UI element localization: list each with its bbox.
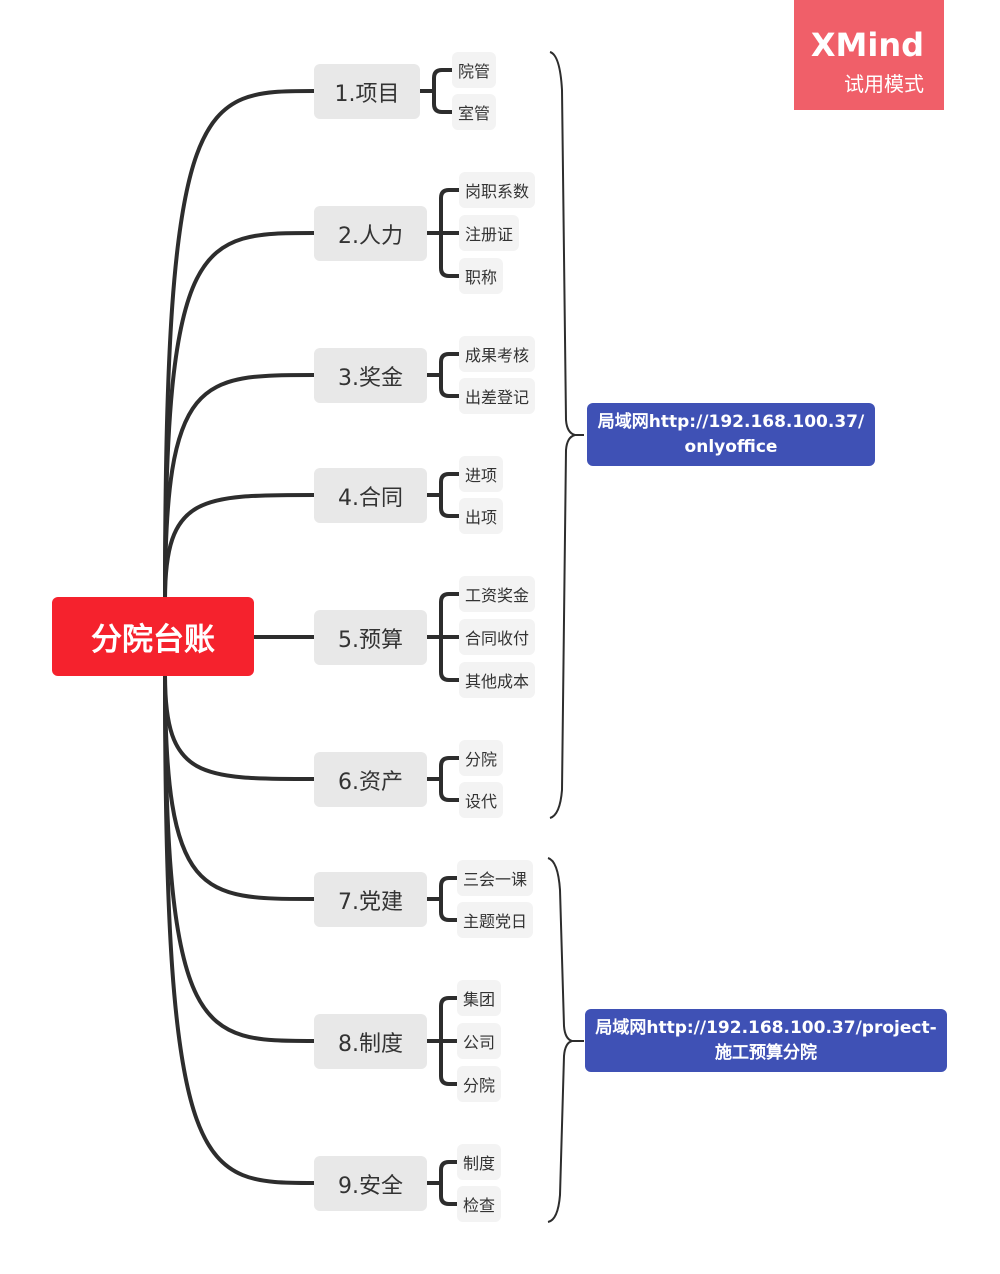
subtopic[interactable]: 集团 xyxy=(457,980,502,1016)
summary-brace xyxy=(547,857,576,1223)
root-topic[interactable]: 分院台账 xyxy=(52,597,254,676)
leaf-bracket xyxy=(439,472,459,518)
branch-connector xyxy=(163,674,315,781)
branch-topic[interactable]: 4.合同 xyxy=(314,468,427,523)
subtopic[interactable]: 公司 xyxy=(457,1023,502,1059)
branch-topic[interactable]: 6.资产 xyxy=(314,752,427,807)
leaf-bracket xyxy=(439,876,457,922)
subtopic[interactable]: 工资奖金 xyxy=(459,576,536,612)
subtopic[interactable]: 出差登记 xyxy=(459,378,536,414)
subtopic[interactable]: 制度 xyxy=(457,1144,502,1180)
branch-topic[interactable]: 8.制度 xyxy=(314,1014,427,1069)
branch-connector xyxy=(163,373,315,601)
subtopic[interactable]: 室管 xyxy=(452,94,497,130)
subtopic[interactable]: 成果考核 xyxy=(459,336,536,372)
branch-topic[interactable]: 7.党建 xyxy=(314,872,427,927)
subtopic[interactable]: 出项 xyxy=(459,498,504,534)
subtopic[interactable]: 其他成本 xyxy=(459,662,536,698)
badge-mode: 试用模式 xyxy=(844,72,924,96)
branch-connector xyxy=(163,674,315,901)
subtopic[interactable]: 院管 xyxy=(452,52,497,88)
branch-topic[interactable]: 9.安全 xyxy=(314,1156,427,1211)
leaf-bracket xyxy=(439,1160,457,1206)
summary-topic[interactable]: 局域网http://192.168.100.37/onlyoffice xyxy=(587,403,875,466)
summary-text: onlyoffice xyxy=(684,436,778,457)
summary-text: 施工预算分院 xyxy=(715,1042,817,1063)
leaf-bracket xyxy=(432,68,452,114)
branch-connector xyxy=(163,493,315,601)
subtopic[interactable]: 注册证 xyxy=(459,215,520,251)
summary-brace xyxy=(549,51,576,819)
subtopic[interactable]: 分院 xyxy=(457,1066,502,1102)
subtopic[interactable]: 三会一课 xyxy=(457,860,534,896)
subtopic[interactable]: 岗职系数 xyxy=(459,172,536,208)
subtopic[interactable]: 合同收付 xyxy=(459,619,536,655)
summary-text: 局域网http://192.168.100.37/project- xyxy=(595,1017,937,1038)
subtopic[interactable]: 分院 xyxy=(459,740,504,776)
summary-text: 局域网http://192.168.100.37/ xyxy=(597,411,865,432)
branch-connector xyxy=(163,89,315,601)
subtopic[interactable]: 检查 xyxy=(457,1186,502,1222)
branch-connector xyxy=(163,674,315,1185)
leaf-bracket xyxy=(439,756,459,802)
branch-topic[interactable]: 5.预算 xyxy=(314,610,427,665)
branch-topic[interactable]: 2.人力 xyxy=(314,206,427,261)
subtopic[interactable]: 主题党日 xyxy=(457,902,534,938)
subtopic[interactable]: 职称 xyxy=(459,258,504,294)
badge-brand: XMind xyxy=(810,26,924,64)
branch-topic[interactable]: 3.奖金 xyxy=(314,348,427,403)
subtopic[interactable]: 进项 xyxy=(459,456,504,492)
leaf-bracket xyxy=(439,352,459,398)
summary-topic[interactable]: 局域网http://192.168.100.37/project- 施工预算分院 xyxy=(585,1009,947,1072)
branch-topic[interactable]: 1.项目 xyxy=(314,64,420,119)
subtopic[interactable]: 设代 xyxy=(459,782,504,818)
branch-connector xyxy=(163,231,315,601)
xmind-trial-badge: XMind 试用模式 xyxy=(794,0,944,110)
